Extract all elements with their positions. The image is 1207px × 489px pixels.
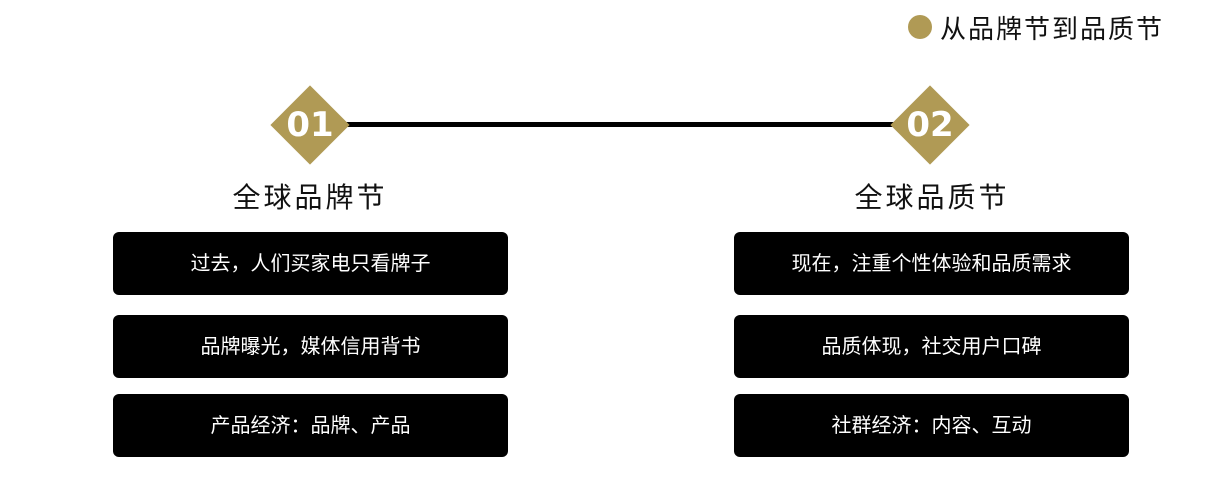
step-2-item-2: 品质体现，社交用户口碑 (734, 315, 1129, 378)
step-1-item-2: 品牌曝光，媒体信用背书 (113, 315, 508, 378)
step-1-title: 全球品牌节 (232, 181, 388, 214)
step-2-item-1: 现在，注重个性体验和品质需求 (734, 232, 1129, 295)
connector-line (340, 122, 900, 127)
page-title: 从品牌节到品质节 (940, 14, 1165, 45)
header: 从品牌节到品质节 (908, 8, 1164, 46)
step-2-title: 全球品质节 (854, 181, 1010, 214)
step-2-number: 02 (906, 105, 954, 145)
step-1-item-3: 产品经济：品牌、产品 (113, 394, 508, 457)
bullet-dot-icon (908, 15, 932, 39)
step-2-item-3: 社群经济：内容、互动 (734, 394, 1129, 457)
step-1-badge: 01 (270, 85, 350, 165)
step-1-number: 01 (286, 105, 334, 145)
step-2-badge: 02 (890, 85, 970, 165)
step-1-item-1: 过去，人们买家电只看牌子 (113, 232, 508, 295)
